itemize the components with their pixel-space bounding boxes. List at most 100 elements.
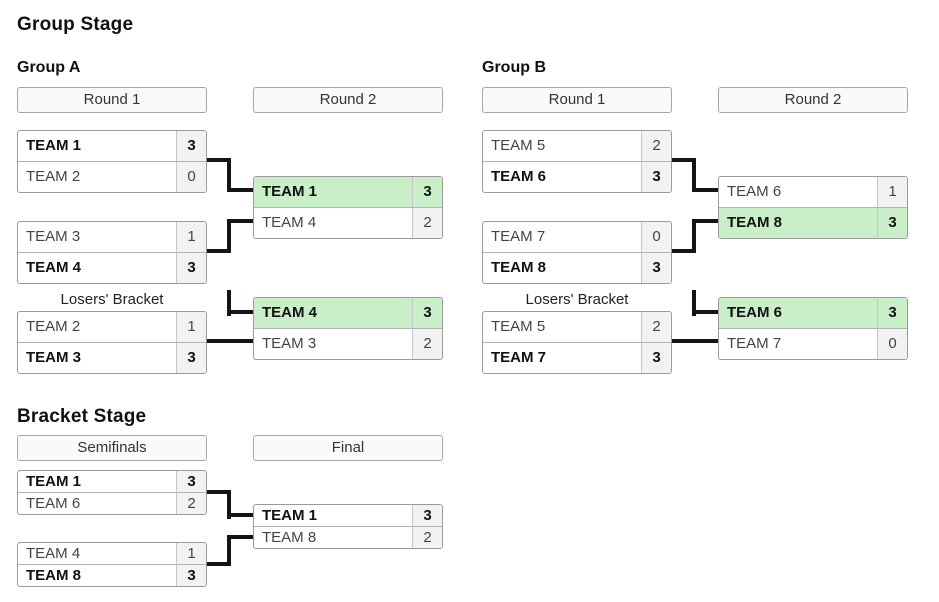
connector-line [227,490,231,519]
team-score: 3 [641,253,671,283]
team-score: 3 [877,298,907,328]
group-b-round1-match1: TEAM 5 2 TEAM 6 3 [482,130,672,193]
team-score: 3 [412,298,442,328]
team-row: TEAM 8 3 [719,207,907,238]
bracket-stage-title: Bracket Stage [17,406,147,427]
team-name: TEAM 7 [491,349,547,366]
connector-line [227,535,253,539]
team-name: TEAM 4 [262,214,317,231]
team-name: TEAM 4 [26,545,81,562]
connector-line [207,562,231,566]
team-row: TEAM 2 1 [18,312,206,342]
team-row: TEAM 7 0 [483,222,671,252]
team-name: TEAM 1 [26,473,82,490]
team-score: 3 [176,343,206,373]
team-name: TEAM 2 [26,168,81,185]
connector-line [692,219,718,223]
team-score: 3 [877,208,907,238]
group-b-round1-match2: TEAM 7 0 TEAM 8 3 [482,221,672,284]
team-row: TEAM 8 3 [483,252,671,283]
team-score: 2 [176,493,206,514]
connector-line [672,339,718,343]
team-row: TEAM 5 2 [483,131,671,161]
connector-line [227,158,231,192]
team-name: TEAM 4 [262,304,318,321]
team-name: TEAM 1 [26,137,82,154]
group-b-losers-bracket-label: Losers' Bracket [525,291,629,308]
connector-line [672,249,696,253]
team-name: TEAM 5 [491,318,546,335]
connector-line [227,310,253,314]
final-match: TEAM 1 3 TEAM 8 2 [253,504,443,549]
group-a-round2-match1: TEAM 1 3 TEAM 4 2 [253,176,443,239]
group-a-round1-match1: TEAM 1 3 TEAM 2 0 [17,130,207,193]
semifinals-header: Semifinals [17,435,207,461]
final-header: Final [253,435,443,461]
team-name: TEAM 8 [26,567,82,584]
team-row: TEAM 7 3 [483,342,671,373]
team-name: TEAM 6 [727,183,782,200]
team-row: TEAM 4 3 [254,298,442,328]
team-row: TEAM 4 3 [18,252,206,283]
team-row: TEAM 3 2 [254,328,442,359]
team-row: TEAM 2 0 [18,161,206,192]
team-score: 1 [176,543,206,564]
connector-line [692,158,696,192]
group-a-losers-match: TEAM 2 1 TEAM 3 3 [17,311,207,374]
team-score: 2 [641,131,671,161]
team-score: 1 [877,177,907,207]
team-name: TEAM 6 [727,304,783,321]
team-score: 3 [176,131,206,161]
connector-line [692,188,718,192]
team-row: TEAM 6 1 [719,177,907,207]
team-row: TEAM 7 0 [719,328,907,359]
semifinal-match1: TEAM 1 3 TEAM 6 2 [17,470,207,515]
group-b-round2-match1: TEAM 6 1 TEAM 8 3 [718,176,908,239]
connector-line [227,290,231,316]
group-b-round2-match2: TEAM 6 3 TEAM 7 0 [718,297,908,360]
team-name: TEAM 2 [26,318,81,335]
group-a-round1-match2: TEAM 3 1 TEAM 4 3 [17,221,207,284]
group-a-round2-header: Round 2 [253,87,443,113]
connector-line [227,513,253,517]
connector-line [207,158,231,162]
connector-line [227,219,231,253]
team-score: 3 [176,471,206,492]
team-row: TEAM 1 3 [254,505,442,526]
team-name: TEAM 6 [491,168,547,185]
team-name: TEAM 3 [26,228,81,245]
team-name: TEAM 7 [727,335,782,352]
team-row: TEAM 5 2 [483,312,671,342]
connector-line [227,219,253,223]
team-score: 0 [877,329,907,359]
connector-line [692,310,718,314]
group-a-round1-header: Round 1 [17,87,207,113]
team-row: TEAM 1 3 [18,131,206,161]
team-name: TEAM 8 [727,214,783,231]
team-name: TEAM 3 [26,349,82,366]
semifinal-match2: TEAM 4 1 TEAM 8 3 [17,542,207,587]
connector-line [227,188,253,192]
team-name: TEAM 6 [26,495,81,512]
connector-line [227,535,231,566]
team-name: TEAM 8 [262,529,317,546]
team-name: TEAM 8 [491,259,547,276]
team-name: TEAM 4 [26,259,82,276]
team-score: 1 [176,312,206,342]
group-b-round1-header: Round 1 [482,87,672,113]
connector-line [207,490,231,494]
connector-line [692,290,696,316]
team-row: TEAM 1 3 [254,177,442,207]
team-score: 0 [641,222,671,252]
team-row: TEAM 6 3 [719,298,907,328]
team-row: TEAM 4 1 [18,543,206,564]
team-row: TEAM 8 2 [254,526,442,548]
connector-line [692,219,696,253]
group-stage-title: Group Stage [17,14,134,35]
team-score: 3 [412,505,442,526]
team-row: TEAM 6 3 [483,161,671,192]
team-score: 3 [176,253,206,283]
team-score: 1 [176,222,206,252]
group-b-title: Group B [482,59,546,76]
